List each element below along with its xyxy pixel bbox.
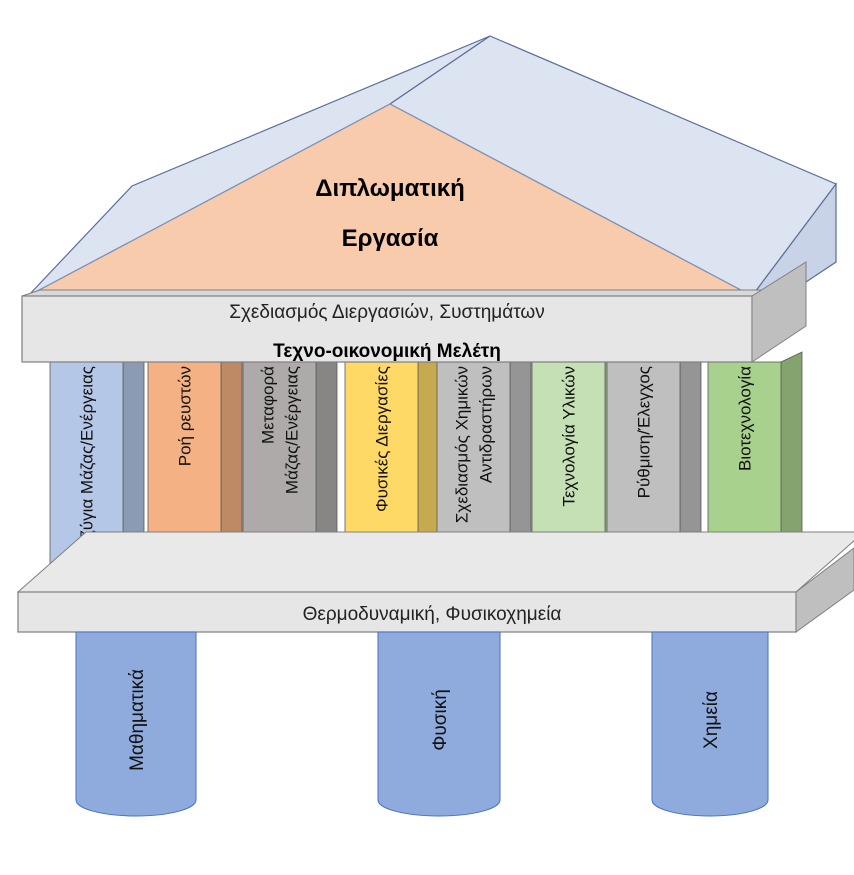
column-4-side	[417, 351, 440, 559]
column-8-label: Βιοτεχνολογία	[736, 366, 755, 471]
lower-beam-label: Θερμοδυναμική, Φυσικοχημεία	[303, 604, 562, 625]
foundation-3-cylinder	[651, 631, 769, 817]
column-8-front	[707, 361, 782, 559]
lower-beam-front	[17, 591, 797, 633]
foundation-3-label: Χημεία	[701, 691, 722, 749]
column-8: Βιοτεχνολογία	[707, 351, 803, 559]
lower-beam-top	[16, 531, 854, 593]
column-5-label: Σχεδιασμός Χημικών Αντιδραστήρων	[453, 366, 496, 523]
pediment-title-line1: Διπλωματική	[315, 175, 465, 202]
foundation-1-label: Μαθηματικά	[127, 669, 148, 771]
foundation-1: Μαθηματικά	[75, 631, 197, 817]
column-2-front	[147, 361, 222, 551]
upper-beam-front	[21, 295, 753, 363]
column-4-label-line: Φυσικές Διεργασίες	[373, 366, 392, 512]
upper-beam-line1: Σχεδιασμός Διεργασιών, Συστημάτων	[229, 302, 545, 323]
foundations-group: Μαθηματικά Φυσική Χημεία	[75, 631, 769, 817]
column-5-label-line: Αντιδραστήρων	[477, 366, 496, 483]
column-5-label-line: Σχεδιασμός Χημικών	[453, 366, 472, 523]
column-6-label: Τεχνολογία Υλικών	[560, 366, 579, 507]
foundation-2-cylinder	[377, 631, 501, 817]
foundation-1-cylinder	[75, 631, 197, 817]
column-8-label-line: Βιοτεχνολογία	[736, 366, 755, 471]
column-2: Ροή ρευστών	[147, 351, 243, 551]
column-2-label: Ροή ρευστών	[176, 366, 195, 466]
pediment-title-line2: Εργασία	[342, 225, 439, 252]
foundation-2: Φυσική	[377, 631, 501, 817]
column-1-label-line: Ισοζύγια Μάζας/Ενέργειας	[78, 366, 97, 562]
column-4-label: Φυσικές Διεργασίες	[373, 366, 392, 512]
column-3-label: Μεταφορά Μάζας/Ενέργειας	[259, 366, 302, 494]
roof	[27, 35, 837, 320]
upper-beam: Σχεδιασμός Διεργασιών, Συστημάτων Τεχνο-…	[21, 261, 807, 363]
column-6-front	[531, 361, 606, 553]
column-6-label-line: Τεχνολογία Υλικών	[560, 366, 579, 507]
upper-beam-line2: Τεχνο-οικονομική Μελέτη	[273, 341, 501, 362]
column-7-label-line: Ρύθμιση/Έλεγχος	[635, 366, 654, 498]
column-4: Φυσικές Διεργασίες	[344, 351, 440, 559]
upper-beam-top	[21, 289, 771, 297]
foundation-3: Χημεία	[651, 631, 769, 817]
lower-beam: Θερμοδυναμική, Φυσικοχημεία	[16, 531, 854, 633]
column-4-front	[344, 361, 419, 559]
column-2-label-line: Ροή ρευστών	[176, 366, 195, 466]
column-3-label-line: Μάζας/Ενέργειας	[283, 366, 302, 494]
foundation-2-label: Φυσική	[430, 689, 451, 751]
column-3-label-line: Μεταφορά	[259, 366, 278, 444]
column-7-label: Ρύθμιση/Έλεγχος	[635, 366, 654, 498]
column-2-side	[220, 351, 243, 551]
column-1-label: Ισοζύγια Μάζας/Ενέργειας	[78, 366, 97, 562]
lower-beam-side	[795, 547, 854, 633]
upper-beam-side	[751, 261, 807, 363]
column-8-side	[780, 351, 803, 559]
